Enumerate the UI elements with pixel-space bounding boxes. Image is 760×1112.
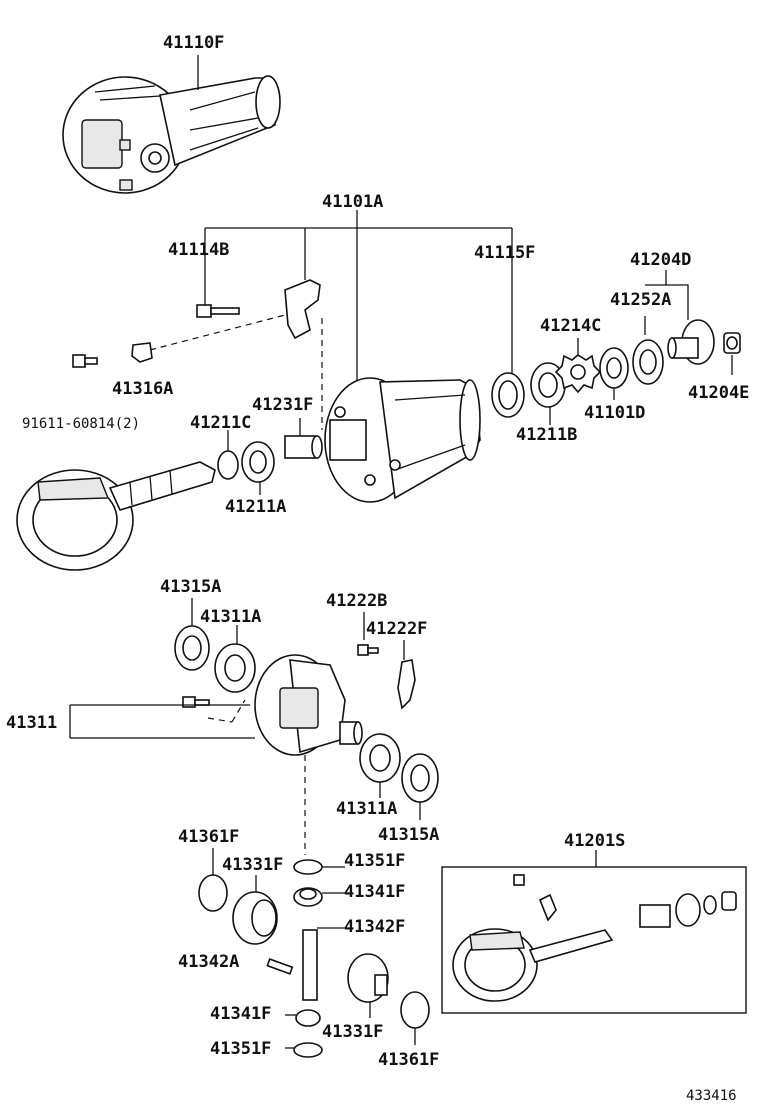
label-41110f: 41110F xyxy=(163,33,224,53)
ring-gear-pinion-illustration xyxy=(16,461,216,571)
differential-carrier-41311-illustration xyxy=(254,654,363,756)
bearing-41101d xyxy=(599,347,629,389)
bolt-91611 xyxy=(72,354,98,368)
label-41315a-bottom: 41315A xyxy=(378,825,439,845)
shaft-41342f xyxy=(302,929,318,1001)
differential-assembly-illustration xyxy=(62,75,281,194)
bearing-41311a-bottom xyxy=(359,733,401,783)
differential-case-illustration xyxy=(324,377,481,503)
label-41201s: 41201S xyxy=(564,831,625,851)
label-41351f-bottom: 41351F xyxy=(210,1039,271,1059)
label-41204d: 41204D xyxy=(630,250,691,270)
label-41214c: 41214C xyxy=(540,316,601,336)
flange-41204d xyxy=(667,319,715,365)
bearing-41315a-top xyxy=(174,625,210,671)
washer-41211c xyxy=(217,450,239,480)
label-41342a: 41342A xyxy=(178,952,239,972)
label-41351f-top: 41351F xyxy=(344,851,405,871)
nut-41204e xyxy=(723,332,741,354)
label-41211b: 41211B xyxy=(516,425,577,445)
label-41316a: 41316A xyxy=(112,379,173,399)
bearing-41211a xyxy=(241,441,275,483)
plate-41316a xyxy=(131,342,153,363)
lock-plate-41222f xyxy=(397,659,416,710)
oil-seal-41115f xyxy=(491,372,525,418)
kit-41201s-frame xyxy=(441,866,747,1014)
lock-plate-illustration xyxy=(284,279,321,340)
kit-41201s-illustration xyxy=(452,874,737,1002)
label-41315a-top: 41315A xyxy=(160,577,221,597)
label-41331f-top: 41331F xyxy=(222,855,283,875)
label-41101a: 41101A xyxy=(322,192,383,212)
label-41341f-top: 41341F xyxy=(344,882,405,902)
label-41101d: 41101D xyxy=(584,403,645,423)
label-41342f: 41342F xyxy=(344,917,405,937)
label-41222b: 41222B xyxy=(326,591,387,611)
washer-41351f-top xyxy=(293,859,323,875)
label-41211c: 41211C xyxy=(190,413,251,433)
label-41311: 41311 xyxy=(6,713,57,733)
bearing-41311a-top xyxy=(214,643,256,693)
label-41311a-top: 41311A xyxy=(200,607,261,627)
bearing-41252a xyxy=(632,339,664,385)
label-41252a: 41252A xyxy=(610,290,671,310)
spacer-41231f xyxy=(284,435,323,459)
pinion-41341f-bottom xyxy=(295,1009,321,1027)
bolt-41114b xyxy=(196,304,240,318)
bolt-41222b xyxy=(357,644,379,656)
label-41114b: 41114B xyxy=(168,240,229,260)
star-washer-41214c xyxy=(554,354,602,394)
label-91611: 91611-60814(2) xyxy=(22,416,140,432)
label-41211a: 41211A xyxy=(225,497,286,517)
label-41331f-bottom: 41331F xyxy=(322,1022,383,1042)
bearing-41211b xyxy=(530,362,566,408)
label-41231f: 41231F xyxy=(252,395,313,415)
washer-41361f-top xyxy=(198,874,228,912)
label-41222f: 41222F xyxy=(366,619,427,639)
pin-41342a xyxy=(266,958,294,975)
side-gear-41331f-top xyxy=(232,891,278,945)
pinion-41341f-top xyxy=(293,887,323,907)
side-gear-41331f-bottom xyxy=(347,953,389,1003)
label-41204e: 41204E xyxy=(688,383,749,403)
label-41361f-bottom: 41361F xyxy=(378,1050,439,1070)
washer-41361f-bottom xyxy=(400,991,430,1029)
label-41341f-bottom: 41341F xyxy=(210,1004,271,1024)
label-41361f-top: 41361F xyxy=(178,827,239,847)
label-41311a-bottom: 41311A xyxy=(336,799,397,819)
washer-41351f-bottom xyxy=(293,1042,323,1058)
label-41115f: 41115F xyxy=(474,243,535,263)
bearing-41315a-bottom xyxy=(401,753,439,803)
diagram-id: 433416 xyxy=(686,1088,737,1104)
